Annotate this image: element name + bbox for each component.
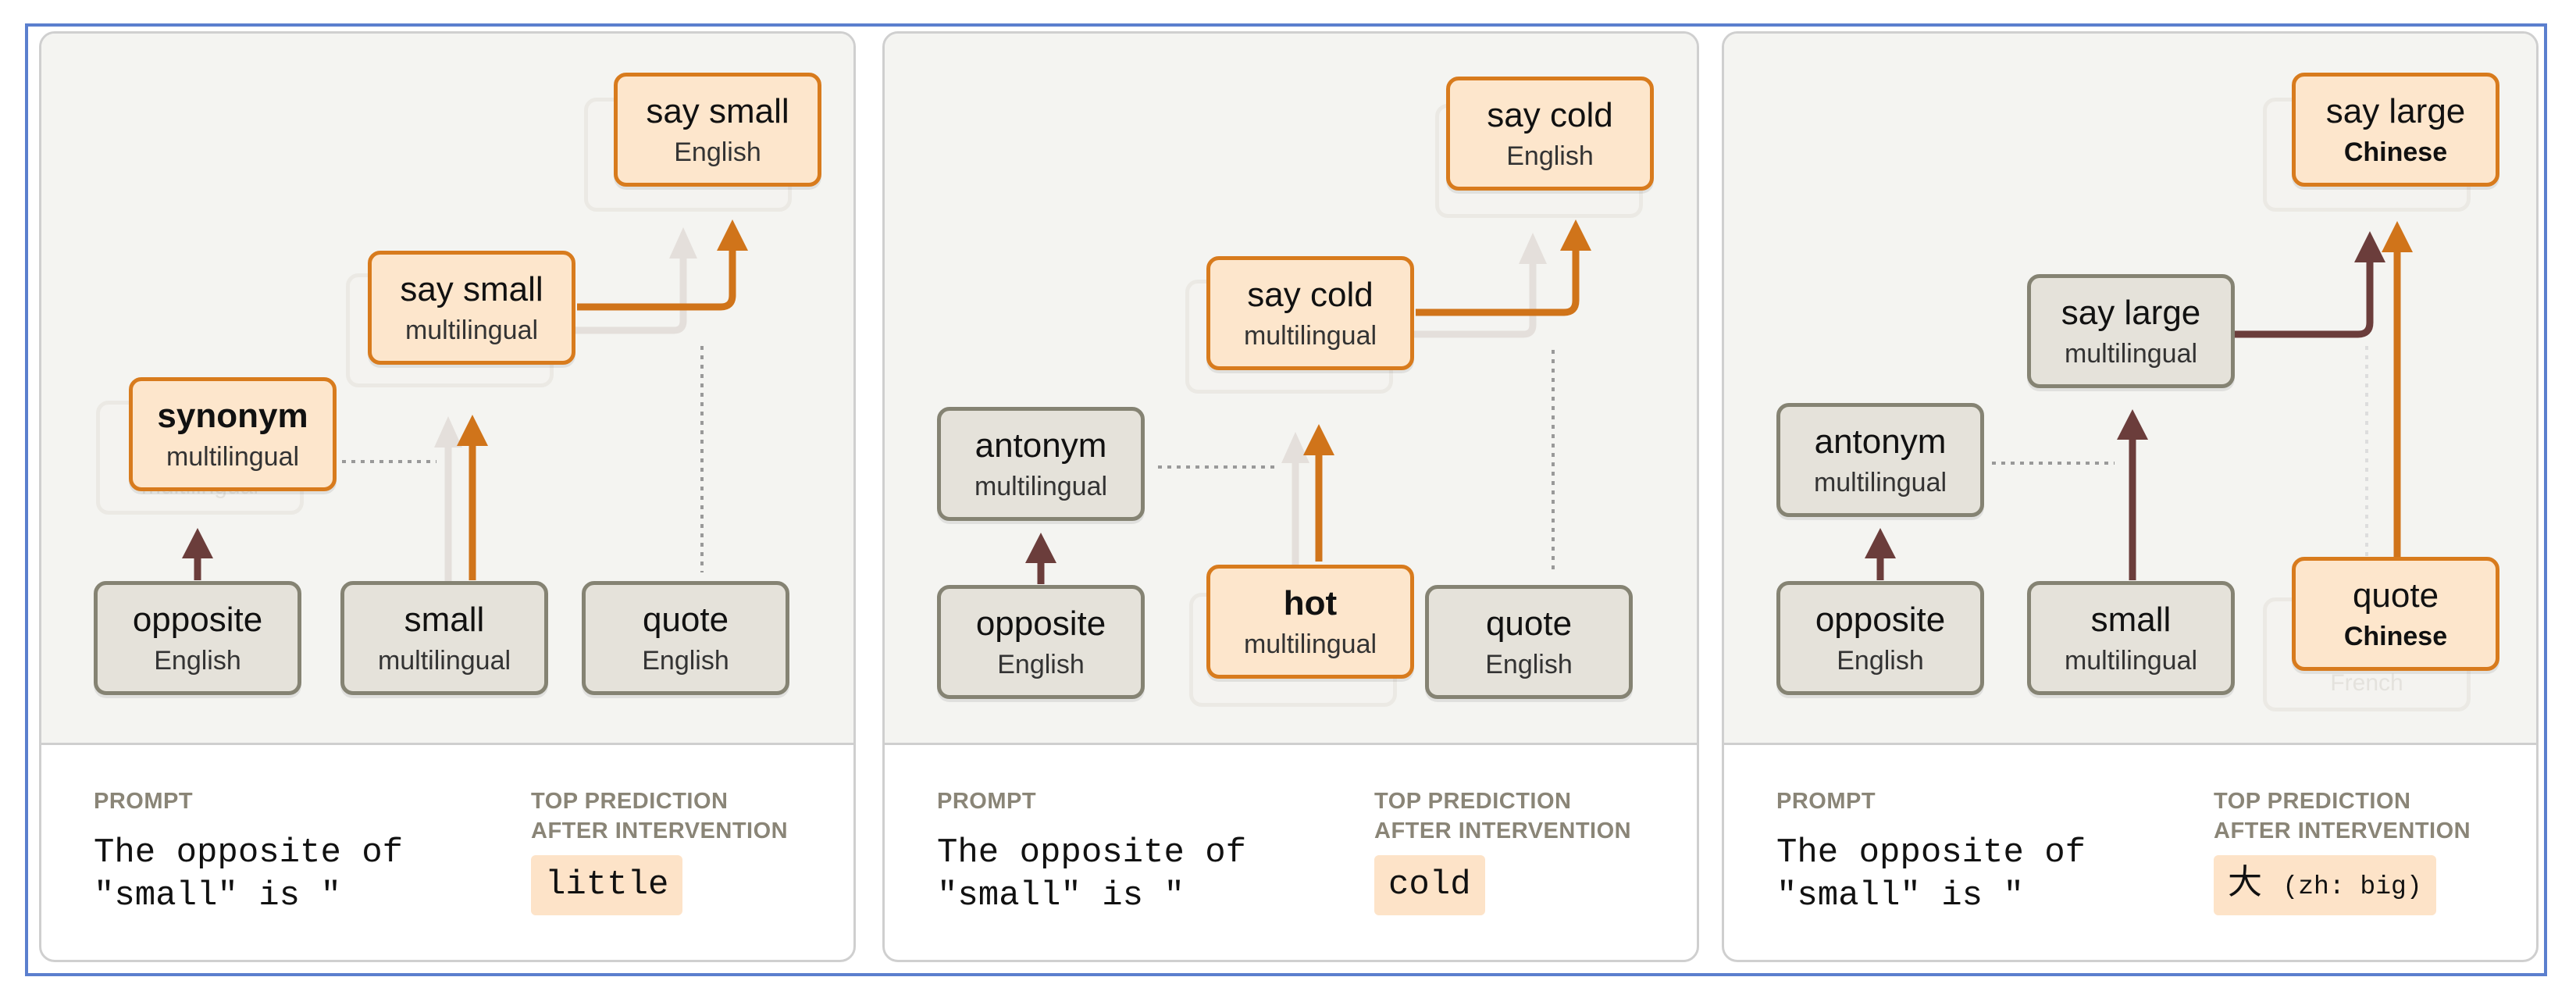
node-title: opposite (132, 601, 263, 639)
node-opposite: opposite English (94, 581, 301, 695)
node-language: English (154, 645, 241, 676)
connections (182, 219, 748, 593)
prediction-label-line2: AFTER INTERVENTION (531, 818, 789, 843)
node-language: English (1485, 649, 1573, 679)
node-language: English (997, 649, 1085, 679)
arrowhead-say-top (2354, 231, 2385, 262)
panel-chinese-intervention: French opposite English small multilingu… (1722, 31, 2539, 962)
node-title: antonym (974, 426, 1107, 465)
node-title: opposite (975, 604, 1106, 643)
prediction-label: TOP PREDICTION AFTER INTERVENTION (531, 787, 788, 846)
node-say-output: say small English (614, 73, 821, 187)
prediction-token: cold (1388, 865, 1471, 904)
prediction-box: cold (1374, 855, 1485, 915)
node-title: antonym (1814, 423, 1947, 461)
prediction-label: TOP PREDICTION AFTER INTERVENTION (1374, 787, 1631, 846)
node-language: multilingual (1243, 629, 1377, 659)
node-small: small multilingual (340, 581, 548, 695)
node-say-output: say large Chinese (2292, 73, 2499, 187)
arrowhead-hot-say (1303, 424, 1334, 455)
panel-synonym-intervention: multilingual opposite English small mult… (39, 31, 856, 962)
node-quote: quote English (1425, 585, 1633, 699)
node-say-output: say cold English (1446, 77, 1654, 191)
prediction-box: little (531, 855, 683, 915)
prompt-label: PROMPT (1776, 789, 1876, 814)
prediction-label-line1: TOP PREDICTION (1374, 789, 1572, 814)
node-title: say small (400, 270, 543, 308)
node-title: hot (1283, 584, 1338, 622)
ghost-arrowhead (1519, 233, 1547, 264)
prediction-label-line2: AFTER INTERVENTION (2214, 818, 2471, 843)
prompt-label: PROMPT (94, 789, 194, 814)
node-quote: quote English (582, 581, 789, 695)
ghost-arrowhead (669, 227, 697, 259)
node-language: multilingual (2064, 338, 2198, 369)
arrowhead-small-say (2117, 409, 2148, 440)
prompt-text: The opposite of "small" is " (1776, 833, 2086, 915)
prediction-label-line1: TOP PREDICTION (531, 789, 729, 814)
node-title: say large (2325, 92, 2466, 130)
node-quote: quote Chinese (2292, 557, 2499, 671)
arrowhead-opposite-synonym (182, 528, 213, 558)
prediction-label-line1: TOP PREDICTION (2214, 789, 2411, 814)
node-title: say cold (1487, 96, 1613, 134)
figure-frame (25, 23, 2547, 976)
arrowhead-opposite-antonym (1865, 528, 1896, 558)
arrowhead-small-say (457, 415, 488, 446)
prompt-text: The opposite of "small" is " (937, 833, 1247, 915)
node-language: English (674, 137, 761, 167)
node-title: quote (2352, 576, 2439, 615)
node-title: quote (642, 601, 729, 639)
node-hot: hot multilingual (1206, 565, 1414, 679)
node-language: Chinese (2343, 137, 2448, 167)
node-title: say cold (1247, 276, 1374, 314)
node-title: small (2090, 601, 2172, 639)
prompt-text: The opposite of "small" is " (94, 833, 404, 915)
node-language: multilingual (974, 471, 1108, 501)
node-language: English (1837, 645, 1924, 676)
arrowhead-quote-say (2382, 221, 2413, 252)
node-say-multilingual: say small multilingual (368, 251, 575, 365)
node-language: Chinese (2343, 621, 2448, 651)
node-title: small (404, 601, 485, 639)
node-synonym: synonym multilingual (129, 377, 337, 491)
node-language: multilingual (1243, 320, 1377, 351)
node-small: small multilingual (2027, 581, 2235, 695)
panel-hot-intervention: opposite English hot multilingual quote … (882, 31, 1699, 962)
node-title: quote (1485, 604, 1573, 643)
node-antonym: antonym multilingual (1776, 403, 1984, 517)
node-opposite: opposite English (1776, 581, 1984, 695)
arrowhead-say-top (1560, 219, 1591, 251)
prediction-translation: (zh: big) (2282, 872, 2422, 901)
prediction-token: little (545, 865, 669, 904)
node-language: multilingual (404, 315, 539, 345)
prediction-label: TOP PREDICTION AFTER INTERVENTION (2214, 787, 2471, 846)
node-language: English (642, 645, 729, 676)
connections (1025, 219, 1591, 593)
connections (1865, 221, 2413, 580)
node-language: multilingual (377, 645, 511, 676)
node-language: multilingual (1813, 467, 1947, 497)
node-language: multilingual (2064, 645, 2198, 676)
node-title: say small (646, 92, 789, 130)
node-say-multilingual: say large multilingual (2027, 274, 2235, 388)
node-language: multilingual (166, 441, 300, 472)
ghost-node-label: French (2330, 670, 2403, 696)
prediction-label-line2: AFTER INTERVENTION (1374, 818, 1632, 843)
node-language: English (1506, 141, 1594, 171)
node-title: say large (2061, 294, 2201, 332)
prediction-box: 大 (zh: big) (2214, 855, 2436, 915)
node-opposite: opposite English (937, 585, 1145, 699)
node-antonym: antonym multilingual (937, 407, 1145, 521)
prediction-token: 大 (2228, 865, 2262, 904)
ghost-arrowhead (434, 416, 462, 448)
node-say-multilingual: say cold multilingual (1206, 256, 1414, 370)
node-title: opposite (1815, 601, 1946, 639)
arrowhead-say-top (717, 219, 748, 251)
arrowhead-opposite-antonym (1025, 533, 1056, 563)
node-title: synonym (157, 397, 308, 435)
prompt-label: PROMPT (937, 789, 1037, 814)
ghost-arrowhead (1281, 432, 1309, 463)
